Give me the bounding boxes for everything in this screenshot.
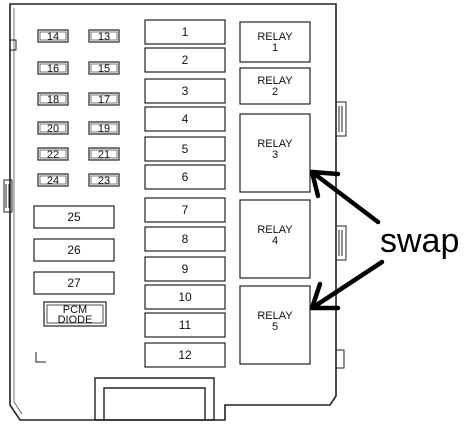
housing-inner-edge [13, 8, 23, 415]
small-fuse-label: 24 [47, 175, 59, 187]
medium-fuse-label: 27 [67, 276, 81, 290]
center-fuse-label: 5 [182, 142, 189, 156]
bottom-connector [94, 377, 215, 421]
center-fuse: 5 [144, 136, 226, 162]
small-fuse-right: 13 [88, 29, 120, 43]
center-fuse: 1 [144, 19, 226, 45]
center-fuse-label: 7 [182, 203, 189, 217]
small-fuse-label: 19 [98, 123, 110, 135]
relay-label-line1: RELAY [257, 138, 293, 150]
small-fuse-left: 20 [37, 121, 69, 135]
small-fuse-right: 19 [88, 121, 120, 135]
center-fuse-label: 1 [182, 25, 189, 39]
center-fuse-label: 4 [182, 112, 189, 126]
center-fuse: 3 [144, 78, 226, 104]
right-clip-lower [335, 225, 347, 369]
center-fuse-label: 2 [182, 53, 189, 67]
relay-label-line1: RELAY [257, 75, 293, 87]
small-fuse-right: 17 [88, 92, 120, 106]
small-fuse-right: 21 [88, 147, 120, 161]
swap-arrow-to-relay-5 [309, 259, 385, 311]
medium-fuse-label: 26 [67, 243, 81, 257]
swap-arrow-to-relay-3 [309, 169, 381, 225]
medium-fuse: 26 [33, 238, 115, 262]
medium-fuse: 25 [33, 205, 115, 229]
small-fuse-label: 18 [47, 94, 59, 106]
center-fuse: 2 [144, 47, 226, 73]
left-clip [3, 39, 17, 213]
pcm-diode: PCM DIODE [43, 301, 107, 327]
small-fuse-label: 14 [47, 31, 59, 43]
medium-fuse-group: 25 26 27 [33, 205, 115, 295]
small-fuse-group: 14 13 16 15 18 17 20 19 22 21 24 23 [37, 29, 120, 187]
relay-label-line2: 4 [272, 235, 278, 247]
center-fuse-label: 9 [182, 262, 189, 276]
medium-fuse-label: 25 [67, 210, 81, 224]
relay-label-line2: 5 [272, 321, 278, 333]
small-fuse-right: 15 [88, 61, 120, 75]
small-fuse-label: 20 [47, 123, 59, 135]
center-fuse-label: 12 [178, 348, 192, 362]
center-fuse-label: 3 [182, 84, 189, 98]
small-fuse-label: 17 [98, 94, 110, 106]
center-fuse: 4 [144, 106, 226, 132]
center-fuse-label: 6 [182, 170, 189, 184]
center-fuse-label: 11 [179, 318, 192, 332]
center-fuse: 10 [144, 284, 226, 310]
small-fuse-left: 14 [37, 29, 69, 43]
center-fuse: 9 [144, 256, 226, 282]
relay-label-line2: 3 [272, 149, 278, 161]
center-fuse-label: 10 [178, 290, 192, 304]
relay-label-line1: RELAY [257, 224, 293, 236]
small-fuse-label: 16 [47, 63, 59, 75]
small-fuse-left: 24 [37, 173, 69, 187]
center-fuse: 12 [144, 342, 226, 368]
relay-label-line2: 1 [272, 42, 278, 54]
medium-fuse: 27 [33, 271, 115, 295]
small-fuse-label: 23 [98, 175, 110, 187]
pcm-diode-line1: PCM [63, 304, 87, 316]
center-fuse: 8 [144, 226, 226, 252]
right-clip-upper [335, 101, 347, 137]
small-fuse-label: 15 [98, 63, 110, 75]
relay-label-line2: 2 [272, 86, 278, 98]
center-fuse: 7 [144, 197, 226, 223]
small-fuse-left: 16 [37, 61, 69, 75]
bottom-notch [35, 352, 46, 363]
center-fuse: 6 [144, 164, 226, 190]
small-fuse-label: 21 [98, 149, 110, 161]
center-fuse-label: 8 [182, 232, 189, 246]
pcm-diode-line2: DIODE [58, 314, 93, 326]
small-fuse-left: 22 [37, 147, 69, 161]
small-fuse-left: 18 [37, 92, 69, 106]
relay-label-line1: RELAY [257, 31, 293, 43]
small-fuse-right: 23 [88, 173, 120, 187]
small-fuse-label: 13 [98, 31, 110, 43]
small-fuse-label: 22 [47, 149, 59, 161]
relay-label-line1: RELAY [257, 310, 293, 322]
swap-label: swap [380, 222, 459, 260]
center-fuse: 11 [144, 312, 226, 338]
